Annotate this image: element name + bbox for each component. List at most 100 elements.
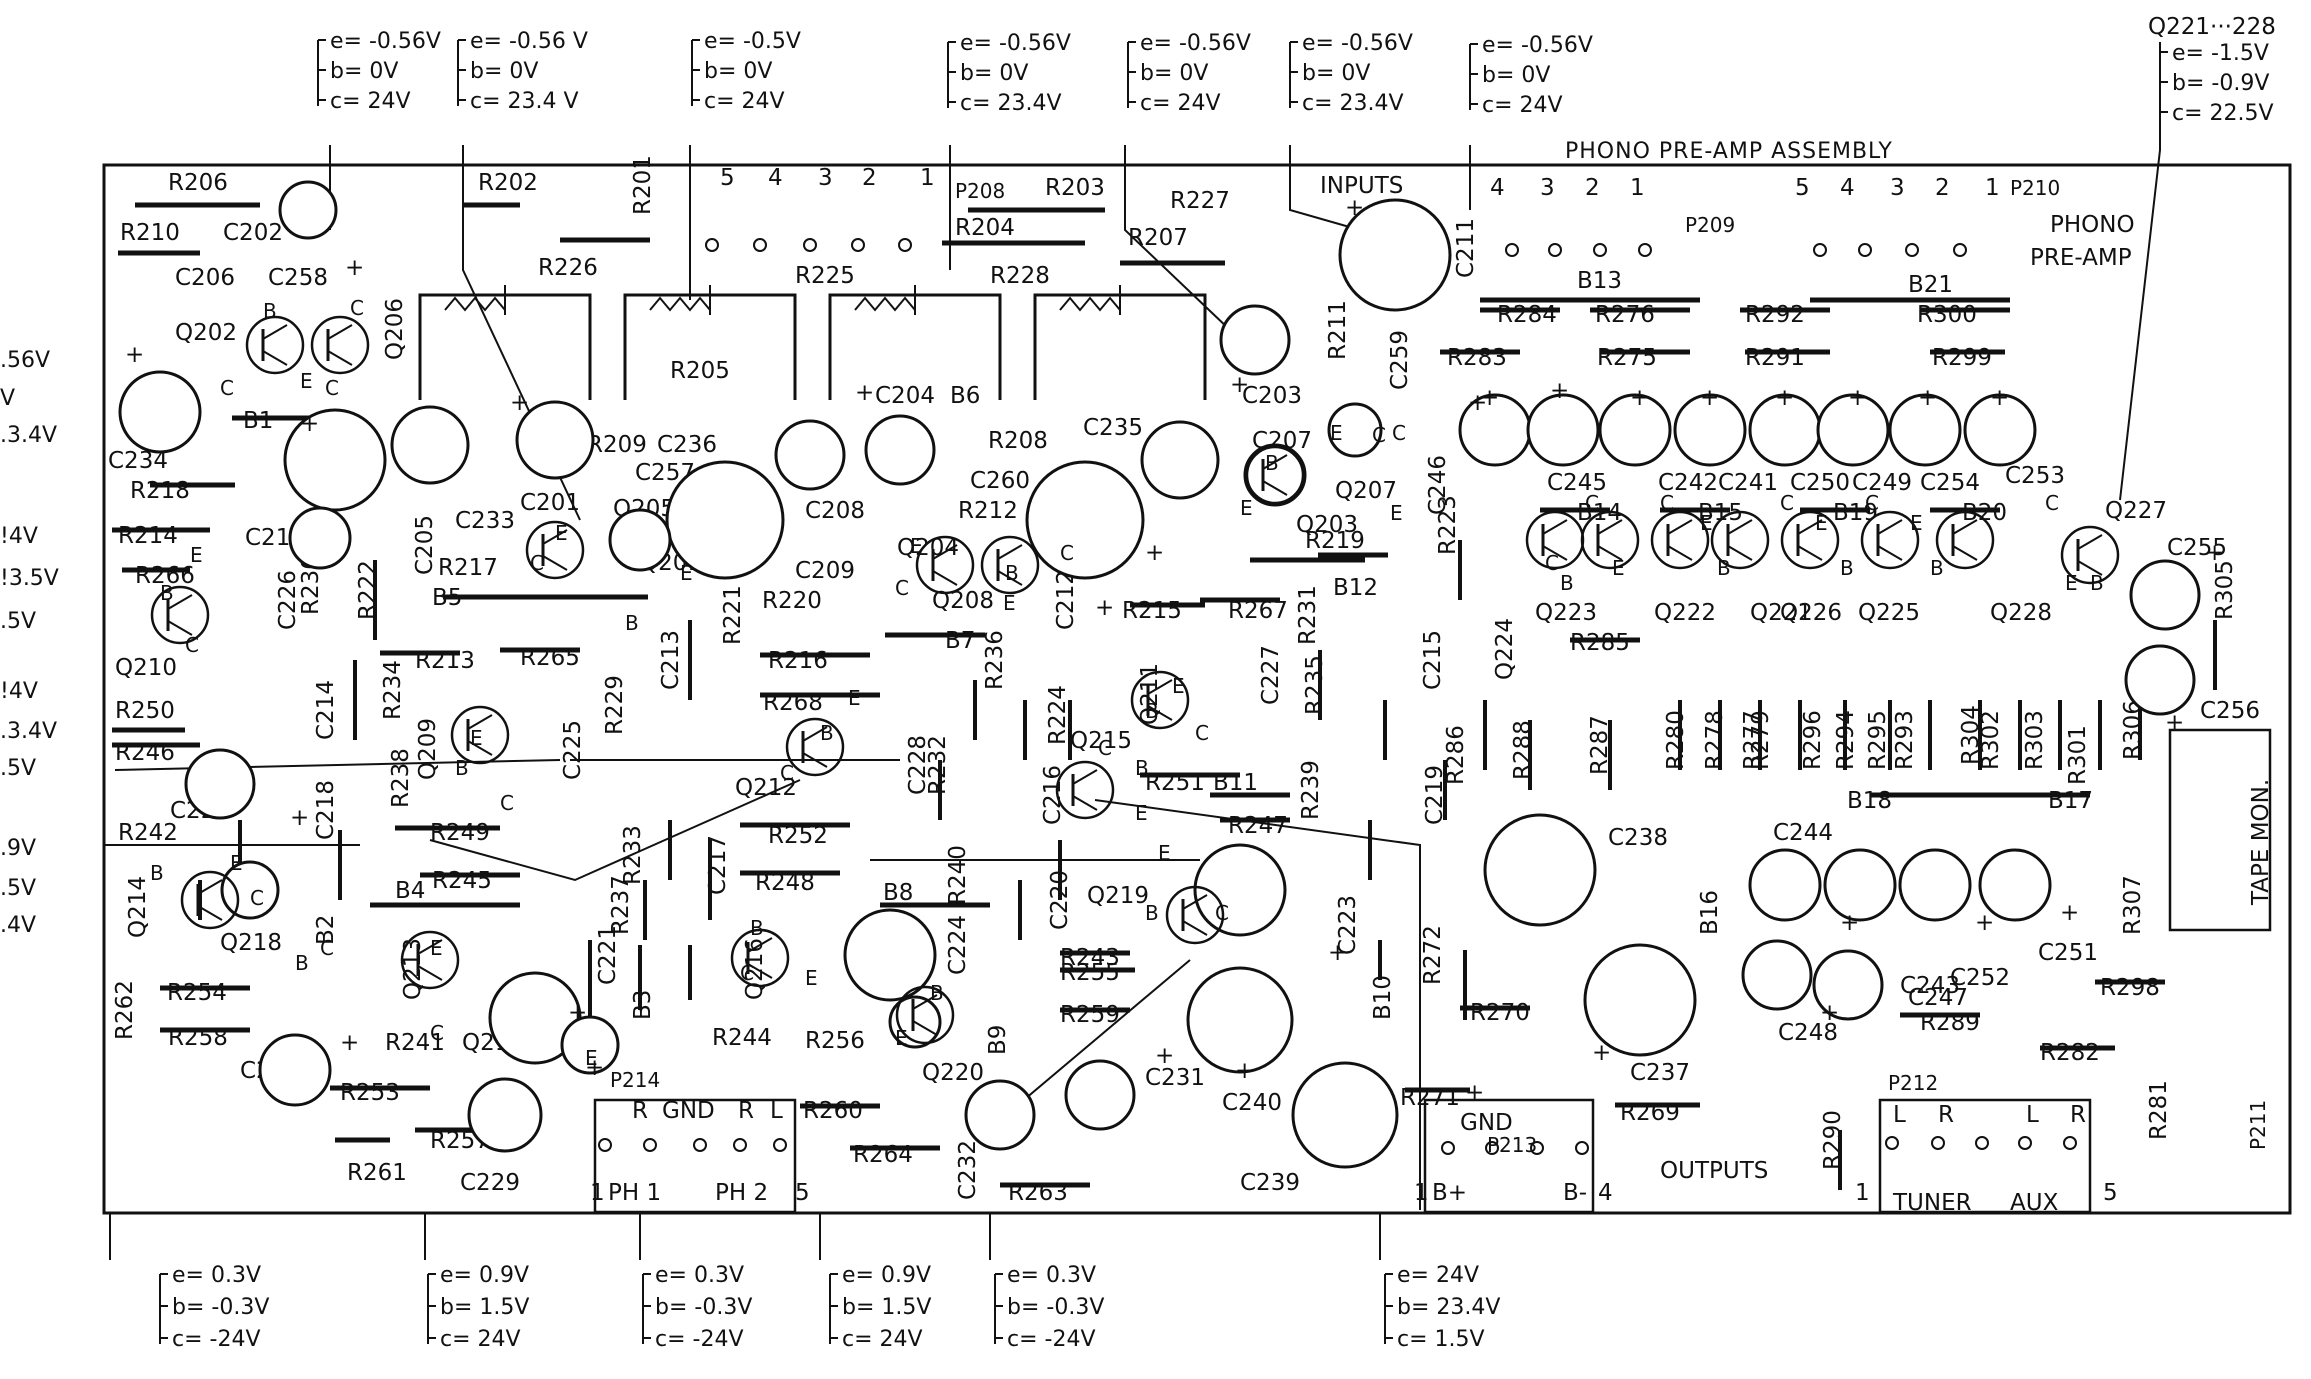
component-circle (258, 1033, 332, 1107)
input-pin-number: 1 (920, 165, 935, 191)
connector-p211: P211 (2246, 1100, 2270, 1150)
transistor-label-q207: Q207 (1335, 478, 1397, 504)
connector-pin-hole (753, 238, 767, 252)
pin-letter: B (1145, 901, 1159, 925)
jumper-label-b4: B4 (395, 878, 425, 904)
transistor-collector (1667, 519, 1693, 535)
pin-letter: B (1930, 556, 1944, 580)
capacitor-label-c258: C258 (268, 265, 328, 291)
component-circle (1823, 848, 1897, 922)
polarity-plus: + (1465, 1080, 1484, 1106)
capacitor-label-c208: C208 (805, 498, 865, 524)
resistor-label-r222: R222 (355, 560, 381, 620)
resistor-label-r204: R204 (955, 215, 1015, 241)
connector-pin-hole (898, 238, 912, 252)
transistor-label-q221: Q221 (1750, 600, 1812, 626)
transistor-emitter (997, 570, 1023, 586)
pin-letter: C (895, 576, 909, 600)
resistor-label-r284: R284 (1497, 302, 1557, 328)
capacitor-label-c255: C255 (2167, 535, 2227, 561)
capacitor-label-c241: C241 (1718, 470, 1778, 496)
volt-top-e: e= -0.56V (1140, 31, 1251, 56)
polarity-plus: + (510, 390, 529, 416)
pin-letter: C (220, 376, 234, 400)
volt-top-c: c= 23.4V (1302, 91, 1404, 116)
capacitor-label-c244: C244 (1773, 820, 1833, 846)
transistor-collector (997, 544, 1023, 560)
polarity-plus: + (1230, 372, 1249, 398)
component-circle (184, 748, 256, 820)
resistor-label-r260: R260 (803, 1098, 863, 1124)
volt-bottom-c: c= 1.5V (1397, 1327, 1485, 1352)
output-pin-number: 1 (1855, 1180, 1870, 1206)
input-pin-number: 4 (1840, 175, 1855, 201)
pin-letter: E (555, 521, 568, 545)
component-circle (1748, 848, 1822, 922)
tuner-aux-connector-box (1878, 1098, 2092, 1214)
volt-top-b: b= 0V (1140, 61, 1208, 86)
pin-letter: B (2090, 571, 2104, 595)
resistor-label-r207: R207 (1128, 225, 1188, 251)
jumper-label-b18: B18 (1847, 788, 1892, 814)
gnd-label-phono: GND (662, 1098, 715, 1124)
resistor-label-r237: R237 (608, 875, 634, 935)
leader-line (999, 959, 1191, 1121)
volt-top-c: c= 23.4V (960, 91, 1062, 116)
resistor-label-r226: R226 (538, 255, 598, 281)
volt-top-c: c= 23.4 V (470, 89, 579, 114)
transistor-emitter (1072, 795, 1098, 811)
component-circle (843, 908, 937, 1002)
polarity-plus: + (2060, 900, 2079, 926)
transistor-emitter (802, 752, 828, 768)
connector-pin-hole (1530, 1141, 1544, 1155)
volt-bottom-c: c= -24V (1007, 1327, 1096, 1352)
component-circle (560, 1015, 620, 1075)
input-pin-number: 2 (1585, 175, 1600, 201)
transistor-body (1580, 510, 1640, 570)
jumper-label-b2: B2 (313, 915, 339, 945)
polarity-plus: + (2205, 540, 2224, 566)
transistor-label-q227: Q227 (2105, 498, 2167, 524)
pin-letter: C (780, 761, 794, 785)
connector-pin-hole (1593, 243, 1607, 257)
output-pin-number: 1 (1414, 1180, 1429, 1206)
r-label-ph1: R (632, 1098, 648, 1124)
polarity-plus: + (1975, 910, 1994, 936)
component-circle (1327, 402, 1383, 458)
volt-top-e: e= -0.56V (330, 29, 441, 54)
r-label-tuner: R (1938, 1102, 1954, 1128)
pin-letter: C (2045, 491, 2059, 515)
transistor-label-q218: Q218 (220, 930, 282, 956)
connector-p212: P212 (1888, 1071, 1938, 1095)
pin-letter: C (250, 886, 264, 910)
component-circle (864, 414, 936, 486)
resistor-label-r221: R221 (720, 585, 746, 645)
polarity-plus: + (1145, 540, 1164, 566)
capacitor-label-c201: C201 (520, 490, 580, 516)
transistor-emitter (167, 620, 193, 636)
pin-letter: E (1700, 511, 1713, 535)
volt-left-edge: .3.4V (0, 719, 57, 744)
input-pin-number: 1 (1985, 175, 2000, 201)
volt-bracket (642, 1273, 651, 1344)
transistor-body (895, 985, 955, 1045)
connector-pin-hole (1931, 1136, 1945, 1150)
component-circle (1816, 393, 1890, 467)
pin-letter: E (230, 851, 243, 875)
resistor-label-r281: R281 (2146, 1080, 2172, 1140)
trimmer-zigzag (649, 296, 711, 312)
capacitor-label-c214: C214 (313, 680, 339, 740)
transistor-body (1935, 510, 1995, 570)
connector-pin-hole (1485, 1141, 1499, 1155)
capacitor-label-c246: C246 (1425, 455, 1451, 515)
volt-bracket (1384, 1273, 1393, 1344)
transistor-collector (1542, 519, 1568, 535)
transistor-body (180, 870, 240, 930)
connector-pin-hole (1505, 243, 1519, 257)
resistor-label-r228: R228 (990, 263, 1050, 289)
capacitor-label-c239: C239 (1240, 1170, 1300, 1196)
resistor-label-r272: R272 (1420, 925, 1446, 985)
volt-bracket (427, 1273, 436, 1344)
capacitor-label-c248: C248 (1778, 1020, 1838, 1046)
